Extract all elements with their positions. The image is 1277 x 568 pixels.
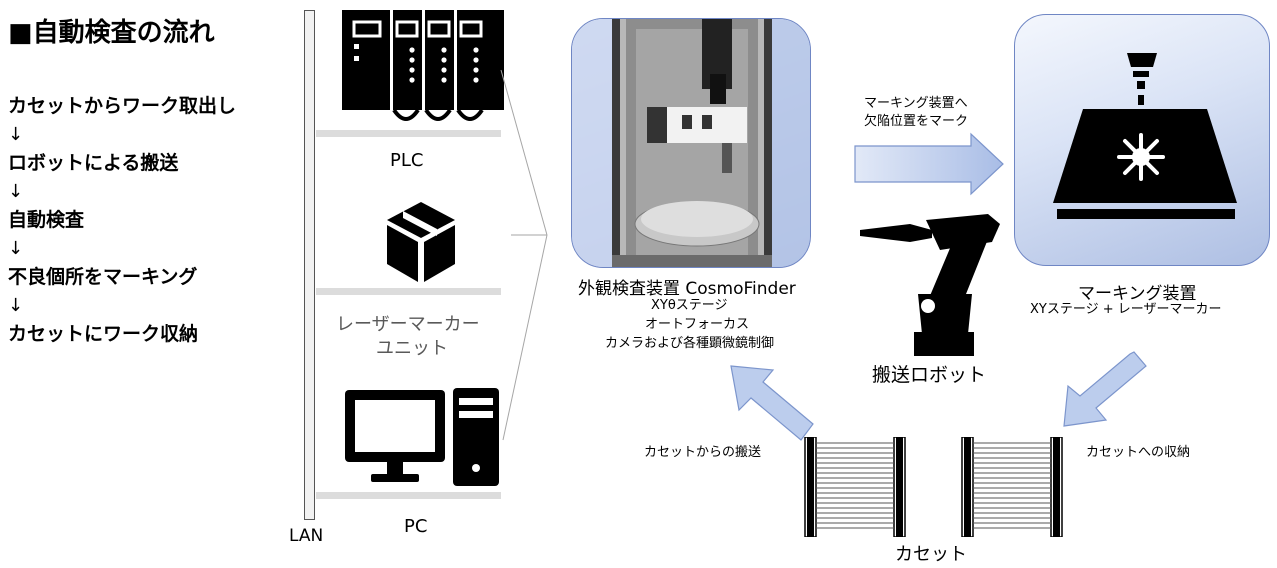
cassette-label: カセット <box>895 544 967 565</box>
page-title: ■自動検査の流れ <box>8 18 215 48</box>
shelf-divider <box>316 130 501 137</box>
process-steps: カセットからワーク取出し ↓ ロボットによる搬送 ↓ 自動検査 ↓ 不良個所をマ… <box>8 92 236 349</box>
shelf-divider <box>316 492 501 499</box>
marking-device-image <box>1014 14 1270 266</box>
cassette-icon <box>804 437 906 537</box>
pc-icon <box>345 388 499 486</box>
marking-title: マーキング装置 <box>1078 284 1197 304</box>
laser-marker-label: ユニット <box>376 338 448 359</box>
laser-marking-icon <box>1053 53 1237 219</box>
robot-arm-icon <box>860 214 1000 356</box>
step-2: ロボットによる搬送 <box>8 152 179 174</box>
inspection-feature: オートフォーカス <box>645 317 750 332</box>
step-arrow: ↓ <box>8 180 24 202</box>
pc-label: PC <box>404 516 428 537</box>
cassette-transfer-label: カセットからの搬送 <box>644 445 762 460</box>
box-icon <box>387 202 455 282</box>
shelf-divider <box>316 288 501 295</box>
marking-arrow-text: マーキング装置へ <box>864 96 968 111</box>
connector-lines <box>500 69 548 441</box>
step-arrow: ↓ <box>8 294 24 316</box>
up-left-arrow-icon <box>730 365 814 441</box>
step-5: カセットにワーク収納 <box>8 323 199 345</box>
marking-subtitle: XYステージ + レーザーマーカー <box>1030 302 1222 317</box>
inspection-feature: XYθステージ <box>651 298 728 313</box>
inspection-title: 外観検査装置 CosmoFinder <box>578 279 796 299</box>
plc-icon <box>342 10 504 121</box>
step-3: 自動検査 <box>8 209 85 231</box>
cassette-storage-label: カセットへの収納 <box>1086 445 1191 460</box>
step-4: 不良個所をマーキング <box>8 266 198 288</box>
inspection-machine-icon <box>572 19 810 267</box>
step-arrow: ↓ <box>8 123 24 145</box>
step-1: カセットからワーク取出し <box>8 95 237 117</box>
right-arrow-icon <box>854 132 1004 196</box>
marking-arrow-text: 欠陥位置をマーク <box>864 114 969 129</box>
step-arrow: ↓ <box>8 237 24 259</box>
laser-marker-label: レーザーマーカー <box>336 314 480 335</box>
plc-label: PLC <box>390 150 424 171</box>
cassette-icon <box>961 437 1063 537</box>
lan-label: LAN <box>289 526 324 546</box>
inspection-device-image <box>571 18 811 268</box>
robot-label: 搬送ロボット <box>872 364 987 386</box>
inspection-feature: カメラおよび各種顕微鏡制御 <box>605 336 775 351</box>
down-left-arrow-icon <box>1063 351 1147 427</box>
lan-bar <box>304 10 315 520</box>
